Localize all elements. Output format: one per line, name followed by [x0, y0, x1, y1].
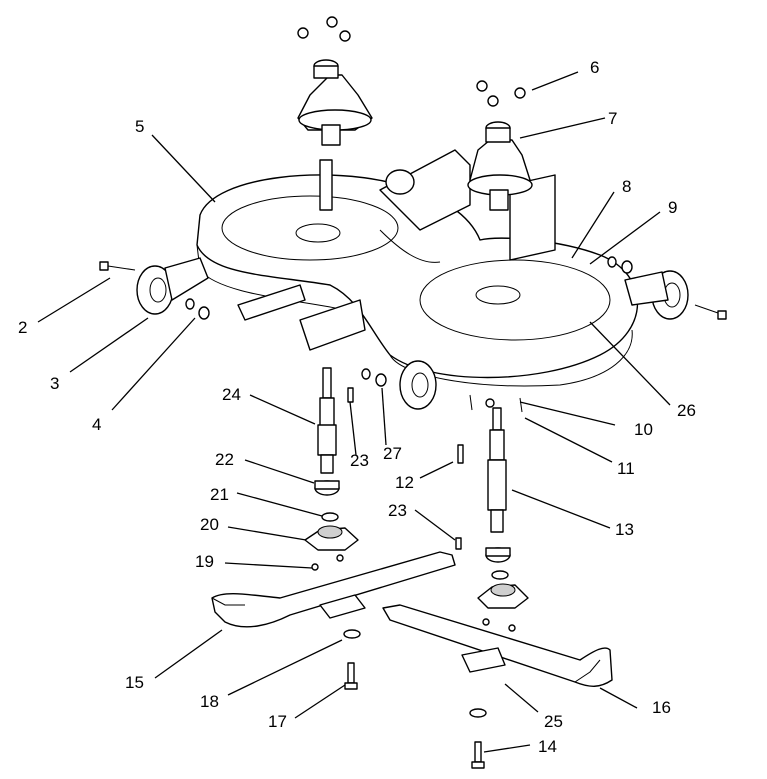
nut-left-lower: [336, 554, 344, 562]
nuts-top-right: [476, 80, 526, 107]
leader-lines: [37, 71, 671, 753]
callout-10: 10: [634, 420, 653, 439]
spindle-shaft-left: [317, 367, 337, 474]
blade-adapter-right: [461, 647, 506, 673]
callout-27: 27: [383, 444, 402, 463]
blade-adapter-left: [319, 594, 366, 619]
callout-3: 3: [50, 374, 59, 393]
washers-front: [361, 368, 387, 387]
callout-14: 14: [538, 737, 557, 756]
deck-housing: [136, 149, 689, 410]
nut-19-b: [482, 618, 490, 626]
key-lower: [455, 537, 462, 550]
callout-18: 18: [200, 692, 219, 711]
callout-21: 21: [210, 485, 229, 504]
blade-left: [211, 551, 456, 628]
callout-17: 17: [268, 712, 287, 731]
spacer-left: [314, 480, 340, 496]
callout-22: 22: [215, 450, 234, 469]
callout-2: 2: [18, 318, 27, 337]
blade-right: [382, 604, 613, 687]
washers-right: [607, 256, 633, 274]
bolt-left: [99, 261, 136, 271]
callout-labels: 2 3 4 5 6 7 8 9 10 11 12 13 14 15 16 17 …: [18, 58, 696, 756]
callout-19: 19: [195, 552, 214, 571]
callout-26: 26: [677, 401, 696, 420]
bearing-housing-right: [477, 583, 529, 609]
bolts-bottom: [469, 394, 523, 413]
bearing-housing-left: [304, 525, 359, 551]
washers-left: [185, 298, 210, 320]
spindle-shaft-right: [487, 407, 507, 533]
callout-25: 25: [544, 712, 563, 731]
callout-12: 12: [395, 473, 414, 492]
washer-left-blade: [343, 629, 361, 639]
callout-4: 4: [92, 415, 101, 434]
nut-19-a: [311, 563, 319, 571]
nut-19-c: [508, 624, 516, 632]
callout-24: 24: [222, 385, 241, 404]
snap-ring-right: [491, 570, 509, 580]
blade-bolt-left: [344, 662, 358, 690]
callout-5: 5: [135, 117, 144, 136]
nuts-top-left: [297, 16, 351, 42]
spacer-right: [485, 547, 511, 563]
key-right: [457, 444, 464, 464]
bolt-right: [694, 304, 727, 320]
key-left: [347, 387, 354, 403]
blade-bolt-right: [471, 741, 485, 769]
callout-11: 11: [617, 459, 635, 478]
callout-15: 15: [125, 673, 144, 692]
spindle-housing-right: [467, 121, 533, 211]
callout-7: 7: [608, 109, 617, 128]
callout-20: 20: [200, 515, 219, 534]
callout-13: 13: [615, 520, 634, 539]
callout-9: 9: [668, 198, 677, 217]
spindle-housing-left: [297, 59, 373, 211]
snap-ring-left: [321, 512, 339, 522]
callout-23-b: 23: [388, 501, 407, 520]
callout-8: 8: [622, 177, 631, 196]
washer-right-blade: [469, 708, 487, 718]
callout-16: 16: [652, 698, 671, 717]
callout-6: 6: [590, 58, 599, 77]
callout-23-a: 23: [350, 451, 369, 470]
